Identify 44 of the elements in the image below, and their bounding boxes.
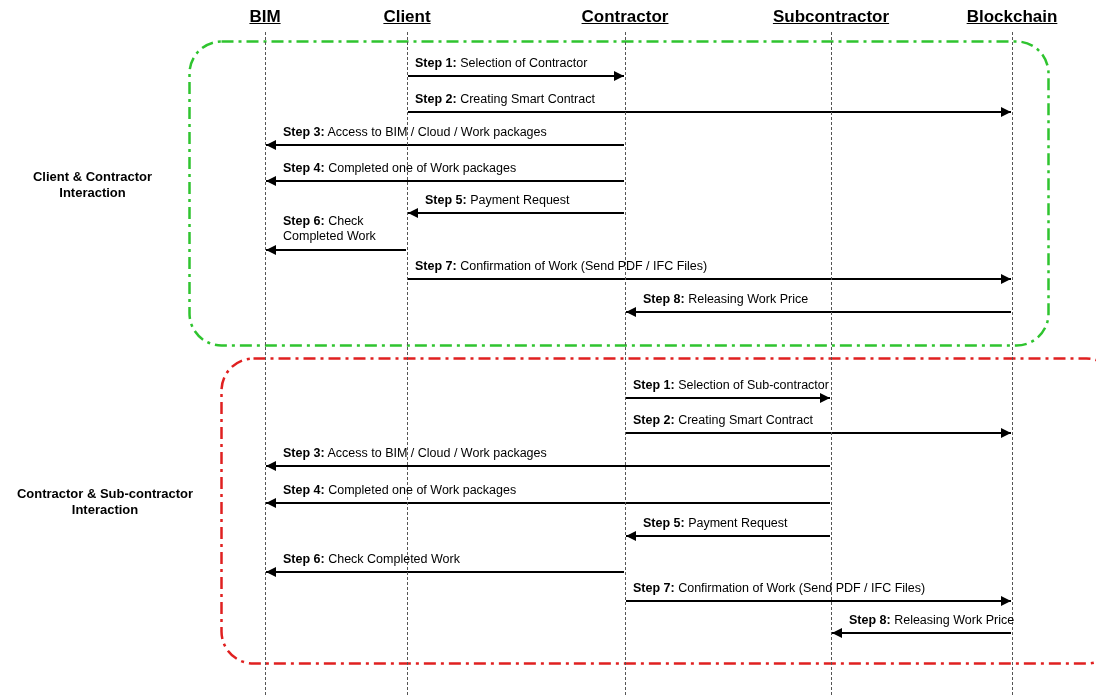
message-arrow <box>265 498 831 508</box>
message-arrow <box>265 461 831 471</box>
message-arrow <box>407 208 625 218</box>
edge-label: Step 7: Confirmation of Work (Send PDF / IFC Files) <box>415 259 708 274</box>
participant-label: Subcontractor <box>772 7 890 27</box>
message-arrow <box>265 176 625 186</box>
edge-label: Step 8: Releasing Work Price <box>849 613 1015 628</box>
edge-label: Step 5: Payment Request <box>643 516 788 531</box>
message-arrow <box>407 107 1012 117</box>
message-arrow <box>625 596 1012 606</box>
message-arrow <box>407 71 625 81</box>
edge-label: Step 8: Releasing Work Price <box>643 292 809 307</box>
message-arrow <box>625 393 831 403</box>
message-arrow <box>625 307 1012 317</box>
edge-label: Step 4: Completed one of Work packages <box>283 483 517 498</box>
edge-label: Step 2: Creating Smart Contract <box>415 92 595 107</box>
participant-label: BIM <box>249 7 281 27</box>
message-arrow <box>831 628 1012 638</box>
message-arrow <box>625 531 831 541</box>
message-arrow <box>265 245 407 255</box>
edge-label: Step 3: Access to BIM / Cloud / Work packages <box>283 446 547 461</box>
lifeline <box>830 32 832 695</box>
lifeline <box>624 32 626 695</box>
message-arrow <box>625 428 1012 438</box>
group-title: Contractor & Sub-contractor Interaction <box>15 486 195 518</box>
edge-label: Step 3: Access to BIM / Cloud / Work packages <box>283 125 547 140</box>
edge-label: Step 1: Selection of Sub-contractor <box>633 378 829 393</box>
message-arrow <box>265 140 625 150</box>
message-arrow <box>265 567 625 577</box>
message-arrow <box>407 274 1012 284</box>
participant-label: Contractor <box>581 7 669 27</box>
edge-label: Step 6: Check Completed Work <box>283 214 377 244</box>
lifeline <box>1011 32 1013 695</box>
edge-label: Step 7: Confirmation of Work (Send PDF / IFC Files) <box>633 581 926 596</box>
group-title: Client & Contractor Interaction <box>31 169 154 201</box>
lifeline <box>406 32 408 695</box>
edge-label: Step 2: Creating Smart Contract <box>633 413 813 428</box>
edge-label: Step 4: Completed one of Work packages <box>283 161 517 176</box>
edge-label: Step 5: Payment Request <box>425 193 570 208</box>
participant-label: Client <box>383 7 431 27</box>
lifeline <box>264 32 266 695</box>
edge-label: Step 1: Selection of Contractor <box>415 56 588 71</box>
edge-label: Step 6: Check Completed Work <box>283 552 460 567</box>
participant-label: Blockchain <box>966 7 1058 27</box>
